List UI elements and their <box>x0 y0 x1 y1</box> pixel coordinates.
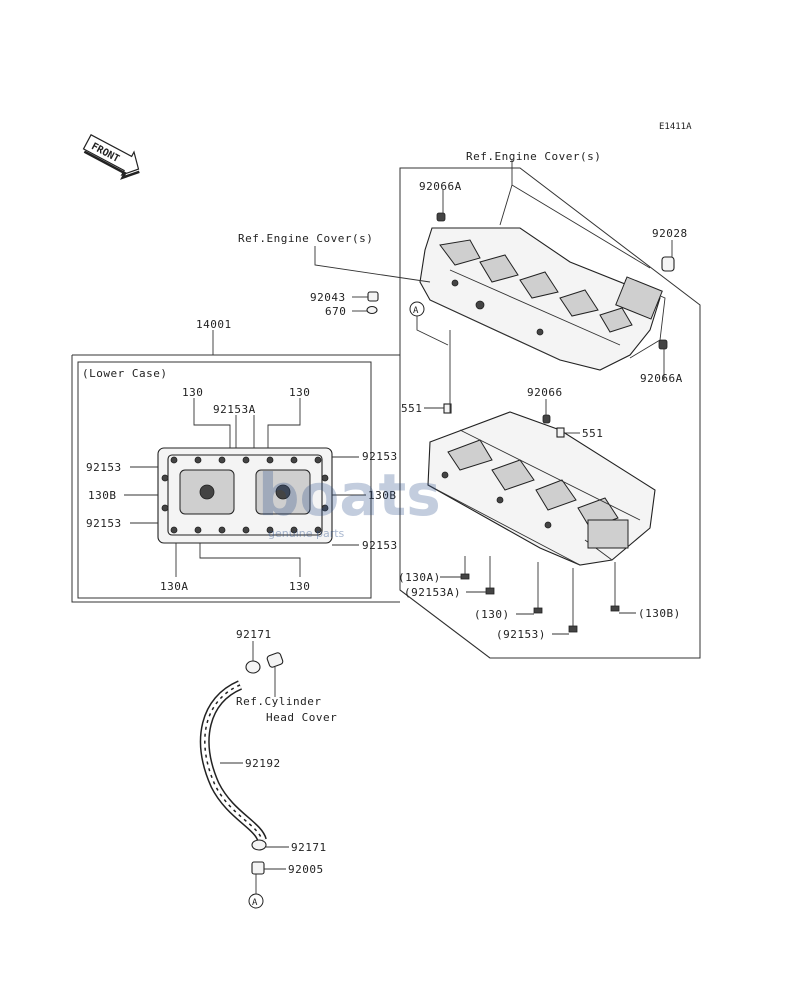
upper-crankcase <box>419 227 666 371</box>
lower-case-title: (Lower Case) <box>82 367 167 380</box>
label-92171-bottom: 92171 <box>291 841 327 854</box>
label-ref-engine-cover-top: Ref.Engine Cover(s) <box>466 150 601 163</box>
plug-92028 <box>661 256 675 272</box>
dowel-pin-92066 <box>542 414 551 424</box>
watermark: boats genuine parts <box>258 461 441 540</box>
label-lc-92153-tr: 92153 <box>362 450 398 463</box>
label-92171-top: 92171 <box>236 628 272 641</box>
label-lc-130A: 130A <box>160 580 189 593</box>
label-lc-92153-tl: 92153 <box>86 461 122 474</box>
label-lc-92153-bl: 92153 <box>86 517 122 530</box>
label-92066A-right: 92066A <box>640 372 683 385</box>
label-lc-130-right: 130 <box>289 386 310 399</box>
lower-case-inset-frame <box>77 361 372 599</box>
bolt-130B <box>610 562 620 612</box>
label-14001: 14001 <box>196 318 232 331</box>
label-lc-92153-br: 92153 <box>362 539 398 552</box>
svg-text:A: A <box>413 306 419 316</box>
label-b-130A: (130A) <box>398 571 441 584</box>
label-92192: 92192 <box>245 757 281 770</box>
label-670: 670 <box>325 305 346 318</box>
label-lc-130-bottom: 130 <box>289 580 310 593</box>
label-551-right: 551 <box>582 427 603 440</box>
label-92005: 92005 <box>288 863 324 876</box>
bolt-92153 <box>568 568 578 633</box>
label-b-92153A: (92153A) <box>404 586 461 599</box>
label-ref-engine-cover-left: Ref.Engine Cover(s) <box>238 232 373 245</box>
lower-case-plan <box>157 447 333 544</box>
clamp-92171-top <box>245 660 261 674</box>
front-arrow-icon: FRONT <box>82 133 140 180</box>
bolt-130 <box>533 562 543 614</box>
label-92066A-top: 92066A <box>419 180 462 193</box>
pin-551-left <box>443 403 452 414</box>
collar-92043 <box>367 291 379 302</box>
label-lc-130B-left: 130B <box>88 489 117 502</box>
leader-lines <box>124 160 673 894</box>
watermark-brand: boats <box>258 461 441 529</box>
label-b-92153: (92153) <box>496 628 546 641</box>
label-b-130: (130) <box>474 608 510 621</box>
dowel-pin-92066A-right <box>658 339 668 350</box>
watermark-tagline: genuine parts <box>268 527 345 540</box>
diagram-code: E1411A <box>659 122 692 132</box>
bolt-130A <box>460 556 470 580</box>
label-ref-cylinder-1: Ref.Cylinder <box>236 695 321 708</box>
label-ref-cylinder-2: Head Cover <box>266 711 337 724</box>
ref-marker-a-lower: A <box>248 893 264 909</box>
clamp-92171-bottom <box>251 839 267 851</box>
pin-551-right <box>556 427 565 438</box>
label-lc-130B-right: 130B <box>368 489 397 502</box>
dowel-pin-92066A-top <box>436 212 446 222</box>
fitting-92005 <box>251 861 265 875</box>
label-b-130B: (130B) <box>638 607 681 620</box>
bolt-92153A <box>485 556 495 595</box>
label-551-left: 551 <box>401 402 422 415</box>
o-ring-670 <box>366 305 378 315</box>
ref-marker-a-upper: A <box>409 301 425 317</box>
label-92028: 92028 <box>652 227 688 240</box>
breather-hose-92192 <box>199 680 267 843</box>
label-92043: 92043 <box>310 291 346 304</box>
lower-crankcase <box>427 411 656 566</box>
fitting-top <box>266 652 284 668</box>
label-lc-130-left: 130 <box>182 386 203 399</box>
crankcase-assy-frame <box>71 354 491 659</box>
label-lc-92153A: 92153A <box>213 403 256 416</box>
svg-text:A: A <box>252 898 258 908</box>
label-92066: 92066 <box>527 386 563 399</box>
